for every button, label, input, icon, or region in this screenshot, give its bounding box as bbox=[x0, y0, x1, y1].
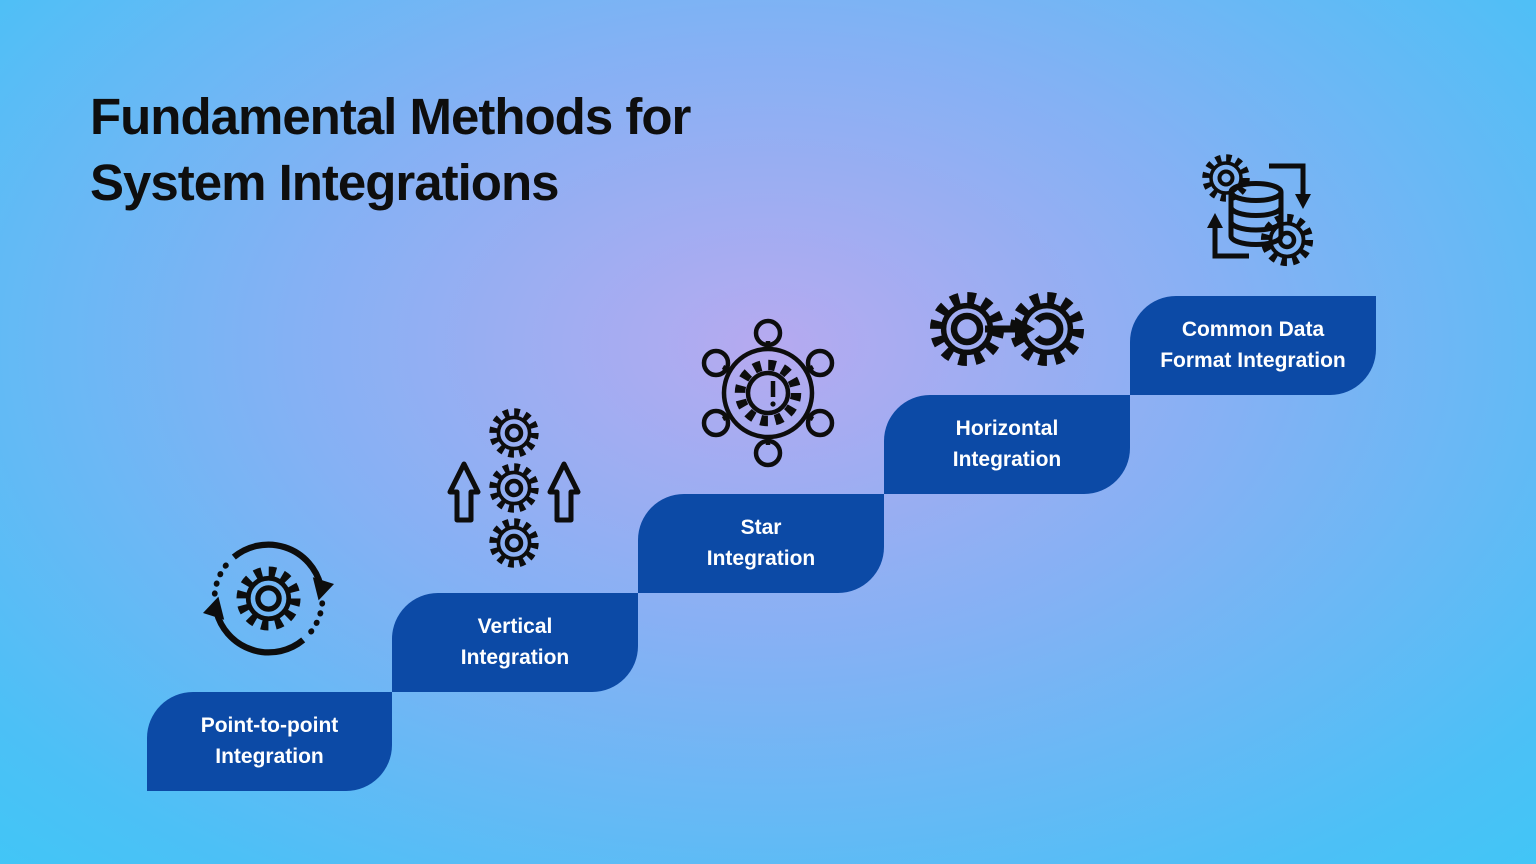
step-label-line2: Integration bbox=[706, 546, 816, 570]
cycle-arrow-up bbox=[1212, 226, 1249, 259]
step-label-line1: Vertical bbox=[477, 615, 553, 639]
step-label-line2: Integration bbox=[460, 645, 570, 669]
page-title-line1: Fundamental Methods for bbox=[90, 88, 691, 145]
database-cylinder bbox=[1228, 181, 1284, 247]
page-title-line2: System Integrations bbox=[90, 154, 559, 212]
step-label-line2: Integration bbox=[215, 744, 324, 768]
step-horizontal-integration: Horizontal Integration bbox=[884, 395, 1130, 494]
step-vertical-integration: Vertical Integration bbox=[392, 593, 638, 692]
database-gears-cycle-icon bbox=[1199, 152, 1319, 270]
step-label-line1: Star bbox=[740, 516, 782, 540]
step-star-integration: Star Integration bbox=[638, 494, 884, 593]
page-title: Fundamental Methods for System Integrati… bbox=[90, 84, 691, 217]
step-point-to-point-integration: Point-to-point Integration bbox=[147, 692, 392, 791]
gear-hub-network-icon bbox=[701, 318, 835, 468]
step-label-line1: Common Data bbox=[1181, 318, 1325, 342]
up-arrow-right bbox=[547, 461, 581, 523]
exclamation-mark bbox=[770, 381, 776, 407]
step-label-line2: Format Integration bbox=[1160, 348, 1346, 372]
up-arrow-left bbox=[447, 461, 481, 523]
step-label-line1: Point-to-point bbox=[200, 714, 339, 738]
step-label-line1: Horizontal bbox=[955, 417, 1059, 441]
gear-to-gear-arrow-icon bbox=[929, 289, 1085, 369]
sync-gear-icon bbox=[203, 541, 334, 656]
right-arrow bbox=[985, 317, 1035, 341]
step-label-line2: Integration bbox=[952, 447, 1062, 471]
step-common-data-format-integration: Common Data Format Integration bbox=[1130, 296, 1376, 395]
cycle-arrows bbox=[203, 541, 334, 656]
cycle-arrow-down bbox=[1269, 163, 1306, 196]
stacked-gears-up-arrows-icon bbox=[447, 406, 581, 570]
